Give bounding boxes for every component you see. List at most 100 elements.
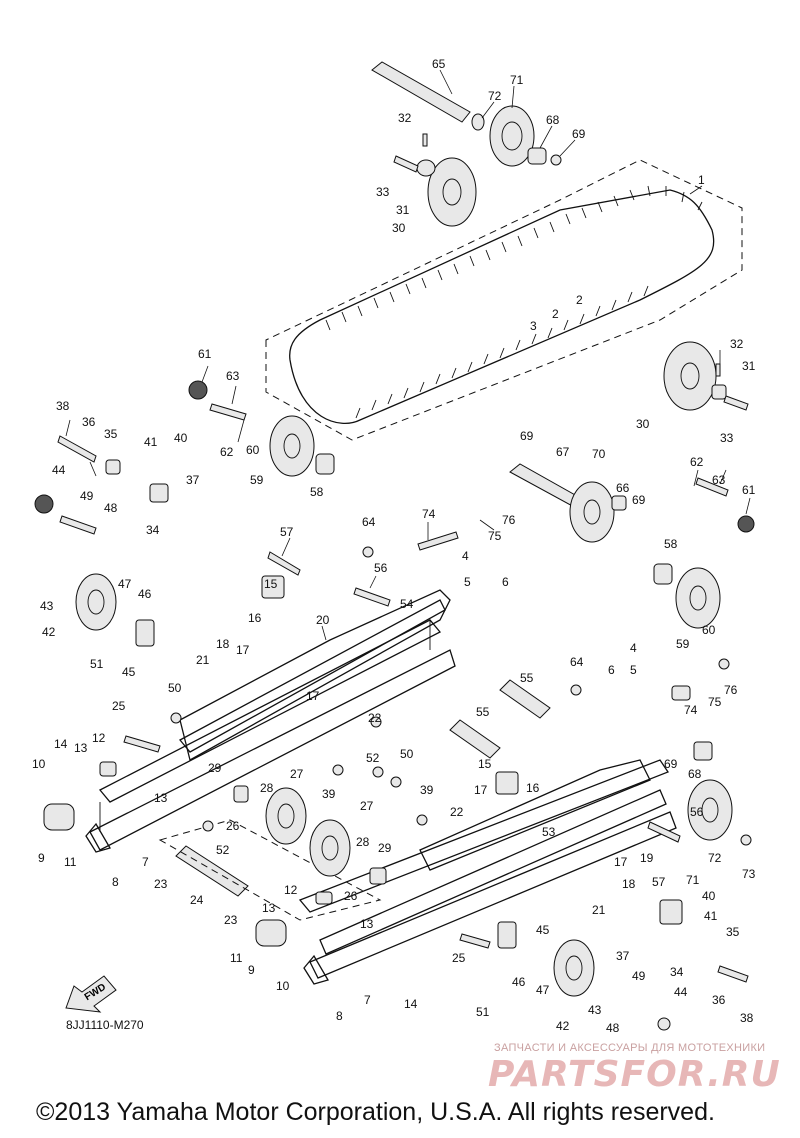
callout: 23 [154,877,168,891]
callout: 27 [290,767,304,781]
callout: 31 [396,203,410,217]
callout: 61 [198,347,212,361]
callout: 34 [670,965,684,979]
callout: 74 [684,703,698,717]
callout: 21 [196,653,210,667]
upper-idler-assembly [371,61,562,227]
forward-direction-arrow: FWD [65,975,117,1013]
callout: 38 [56,399,70,413]
callout: 44 [52,463,66,477]
callout: 21 [592,903,606,917]
callout: 34 [146,523,160,537]
callout: 53 [542,825,556,839]
callout: 45 [536,923,550,937]
callout: 17 [474,783,488,797]
callout: 7 [142,855,149,869]
callout: 12 [92,731,106,745]
callout: 55 [476,705,490,719]
callout: 50 [168,681,182,695]
callout: 6 [608,663,615,677]
callout: 31 [742,359,756,373]
callout: 20 [316,613,330,627]
callout: 58 [664,537,678,551]
callout: 14 [54,737,68,751]
callout: 9 [248,963,255,977]
callout: 41 [144,435,158,449]
callout: 57 [652,875,666,889]
callout: 64 [362,515,376,529]
callout: 8 [336,1009,343,1023]
callout: 37 [616,949,630,963]
callout: 29 [208,761,222,775]
callout: 63 [226,369,240,383]
right-slide-rail [298,759,677,985]
callout: 25 [452,951,466,965]
callout: 8 [112,875,119,889]
callout: 3 [530,319,537,333]
callout: 27 [360,799,374,813]
callout: 45 [122,665,136,679]
callout: 51 [476,1005,490,1019]
callout: 7 [364,993,371,1007]
callout: 75 [488,529,502,543]
callout: 72 [708,851,722,865]
callout: 4 [462,549,469,563]
callout: 6 [502,575,509,589]
callout: 25 [112,699,126,713]
callout: 13 [360,917,374,931]
callout: 67 [556,445,570,459]
callout: 39 [322,787,336,801]
callout: 36 [82,415,96,429]
callout: 40 [702,889,716,903]
callout: 46 [138,587,152,601]
callout: 13 [74,741,88,755]
callout: 52 [366,751,380,765]
callout: 19 [640,851,654,865]
callout: 46 [512,975,526,989]
callout: 35 [104,427,118,441]
callout: 43 [40,599,54,613]
callout: 60 [702,623,716,637]
callout: 2 [576,293,583,307]
callout: 74 [422,507,436,521]
callout: 44 [674,985,688,999]
callout: 22 [368,711,382,725]
callout: 69 [664,757,678,771]
callout: 30 [392,221,406,235]
callout: 60 [246,443,260,457]
drawing-code: 8JJ1110-M270 [66,1018,144,1032]
callout: 26 [344,889,358,903]
callout: 17 [306,689,320,703]
callout: 75 [708,695,722,709]
callout: 76 [724,683,738,697]
callout: 56 [374,561,388,575]
callout: 51 [90,657,104,671]
callout: 32 [730,337,744,351]
callout: 14 [404,997,418,1011]
callout: 32 [398,111,412,125]
callout: 36 [712,993,726,1007]
callout: 63 [712,473,726,487]
callout: 18 [216,637,230,651]
callout: 72 [488,89,502,103]
callout: 50 [400,747,414,761]
callout: 33 [376,185,390,199]
callout: 23 [224,913,238,927]
callout: 33 [720,431,734,445]
callout: 47 [118,577,132,591]
callout: 57 [280,525,294,539]
callout: 39 [420,783,434,797]
callout: 12 [284,883,298,897]
callout: 38 [740,1011,754,1025]
callout: 69 [632,493,646,507]
callout: 13 [262,901,276,915]
callout: 71 [686,873,700,887]
callout: 18 [622,877,636,891]
callout: 43 [588,1003,602,1017]
watermark-caption: ЗАПЧАСТИ И АКСЕССУАРЫ ДЛЯ МОТОТЕХНИКИ [494,1042,766,1054]
callout: 58 [310,485,324,499]
right-idler-assembly [663,341,749,411]
callout: 42 [42,625,56,639]
callout: 29 [378,841,392,855]
